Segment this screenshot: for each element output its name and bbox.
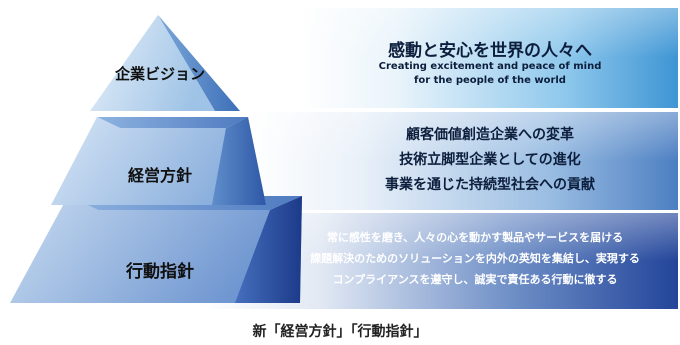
action-guideline-line-3: コンプライアンスを遵守し、誠実で責任ある行動に徹する bbox=[332, 273, 618, 286]
action-guideline-line-2: 課題解決のためのソリューションを内外の英知を集結し、実現する bbox=[310, 252, 640, 265]
management-policy-band bbox=[250, 112, 678, 210]
tier-label-vision: 企業ビジョン bbox=[114, 65, 206, 83]
tier-label-management: 経営方針 bbox=[127, 166, 193, 185]
pyramid-tier-management bbox=[51, 117, 266, 205]
vision-headline: 感動と安心を世界の人々へ bbox=[388, 41, 592, 61]
action-guideline-line-1: 常に感性を磨き、人々の心を動かす製品やサービスを届ける bbox=[326, 231, 624, 244]
management-policy-line-3: 事業を通じた持続型社会への貢献 bbox=[385, 177, 595, 193]
management-policy-line-1: 顧客価値創造企業への変革 bbox=[406, 127, 574, 143]
management-policy-line-2: 技術立脚型企業としての進化 bbox=[399, 152, 581, 168]
tier-label-action: 行動指針 bbox=[126, 262, 194, 282]
diagram-caption: 新「経営方針」「行動指針」 bbox=[252, 324, 428, 340]
vision-english-line-2: for the people of the world bbox=[414, 75, 566, 86]
pyramid-tier-action bbox=[10, 196, 302, 303]
vision-english-line-1: Creating excitement and peace of mind bbox=[378, 61, 602, 72]
vision-band bbox=[300, 8, 678, 108]
pyramid-tier-vision bbox=[90, 15, 240, 111]
